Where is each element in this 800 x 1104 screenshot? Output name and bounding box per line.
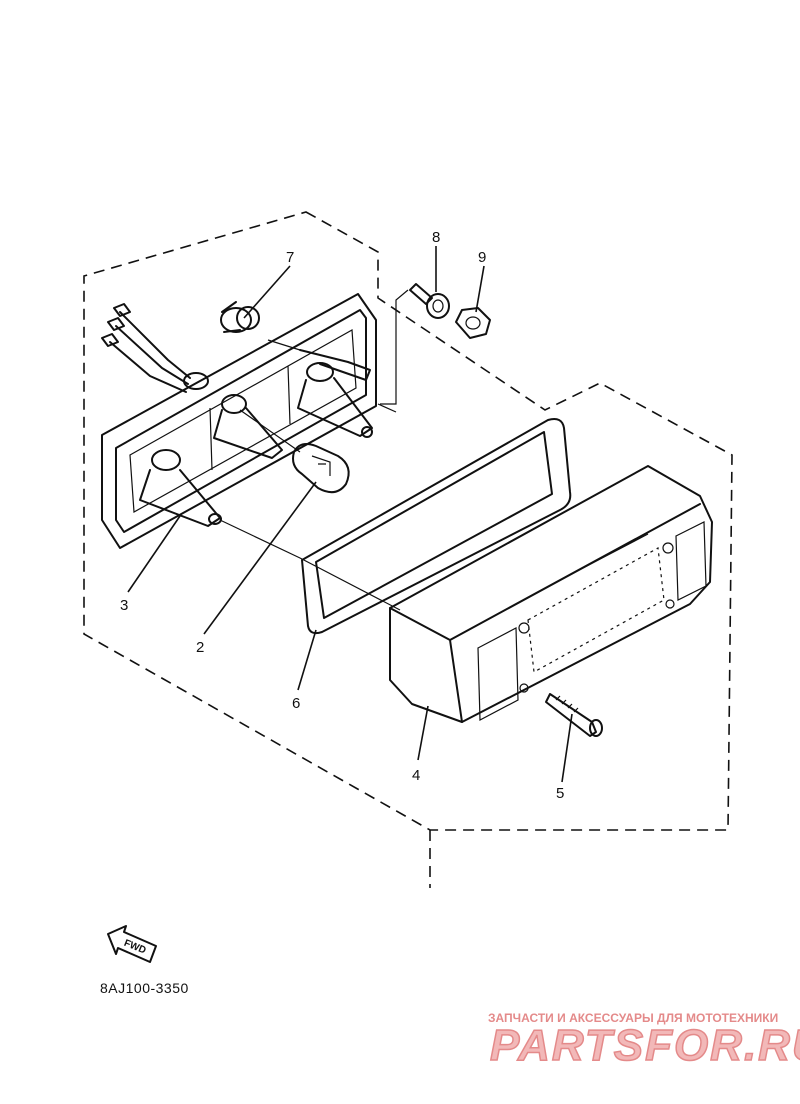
lens bbox=[389, 465, 713, 723]
lamp-housing bbox=[101, 293, 377, 549]
watermark-brand: PARTSFOR.RU bbox=[490, 1021, 800, 1070]
callout-2: 2 bbox=[196, 639, 204, 656]
watermark: ЗАПЧАСТИ И АКСЕССУАРЫ ДЛЯ МОТОТЕХНИКИ PA… bbox=[488, 1011, 800, 1071]
callout-7: 7 bbox=[286, 249, 294, 266]
leader-lines bbox=[127, 246, 573, 783]
grommet bbox=[220, 301, 260, 333]
alignment-lines bbox=[219, 289, 409, 611]
callout-5: 5 bbox=[556, 785, 564, 802]
watermark-tagline: ЗАПЧАСТИ И АКСЕССУАРЫ ДЛЯ МОТОТЕХНИКИ bbox=[488, 1011, 778, 1025]
nut bbox=[455, 307, 491, 339]
collar bbox=[409, 283, 450, 319]
bulb bbox=[292, 443, 350, 494]
gasket bbox=[301, 418, 572, 635]
callout-numbers: 7 8 9 3 2 6 4 5 bbox=[120, 229, 564, 802]
diagram-code: 8AJ100-3350 bbox=[100, 980, 189, 996]
assembly-boundary bbox=[83, 211, 733, 888]
callout-8: 8 bbox=[432, 229, 440, 246]
callout-9: 9 bbox=[478, 249, 486, 266]
screw bbox=[545, 693, 603, 737]
fwd-arrow-icon: FWD bbox=[107, 925, 157, 963]
callout-3: 3 bbox=[120, 597, 128, 614]
callout-6: 6 bbox=[292, 695, 300, 712]
callout-4: 4 bbox=[412, 767, 420, 784]
